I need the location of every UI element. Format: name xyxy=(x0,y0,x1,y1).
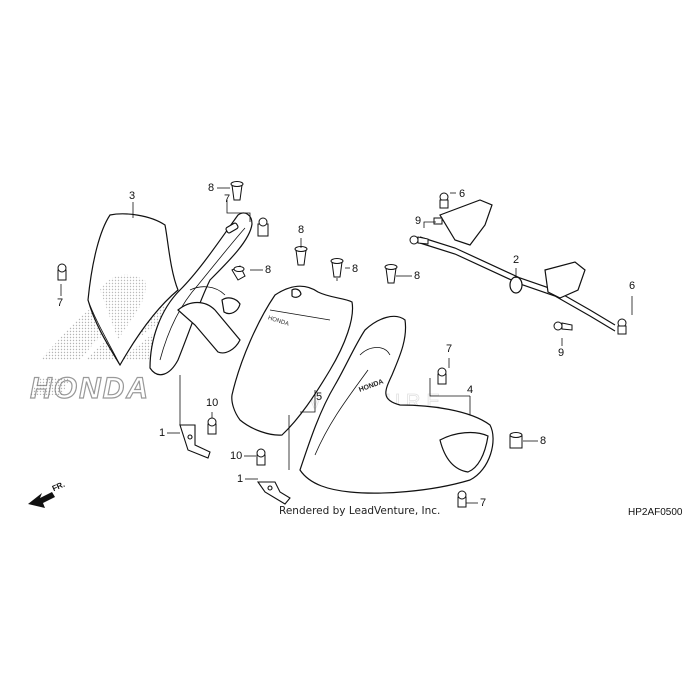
center-nose-cover: HONDA xyxy=(231,285,354,436)
bracket-parts xyxy=(179,424,291,505)
diagram-reference-code: HP2AF0500 xyxy=(628,507,683,518)
stay-frame-part xyxy=(419,199,616,332)
front-fender-part: HONDA xyxy=(299,315,494,494)
callout-1[interactable]: 1 xyxy=(237,473,244,485)
callout-7[interactable]: 7 xyxy=(446,343,453,355)
callout-10[interactable]: 10 xyxy=(230,450,243,462)
honda-wordmark: HONDA xyxy=(29,371,150,405)
callout-10[interactable]: 10 xyxy=(206,397,219,409)
callout-8[interactable]: 8 xyxy=(298,224,305,236)
leader-lines xyxy=(60,187,633,504)
callout-1[interactable]: 1 xyxy=(159,427,166,439)
callout-8[interactable]: 8 xyxy=(414,270,421,282)
render-credit: Rendered by LeadVenture, Inc. xyxy=(279,505,441,517)
left-front-cover xyxy=(149,212,253,376)
callout-7[interactable]: 7 xyxy=(480,497,487,509)
front-direction-arrow xyxy=(28,492,55,508)
callout-8[interactable]: 8 xyxy=(352,263,359,275)
callout-7[interactable]: 7 xyxy=(224,193,231,205)
callout-8[interactable]: 8 xyxy=(265,264,272,276)
callout-8[interactable]: 8 xyxy=(208,182,215,194)
fasteners xyxy=(57,181,627,508)
callout-5[interactable]: 5 xyxy=(316,391,323,403)
callout-4[interactable]: 4 xyxy=(467,384,474,396)
callout-3[interactable]: 3 xyxy=(129,190,136,202)
callout-7[interactable]: 7 xyxy=(57,297,64,309)
callout-6[interactable]: 6 xyxy=(459,188,466,200)
callout-2[interactable]: 2 xyxy=(513,254,520,266)
callout-9[interactable]: 9 xyxy=(558,347,565,359)
svg-text:HONDA: HONDA xyxy=(30,372,150,405)
callout-9[interactable]: 9 xyxy=(415,215,422,227)
callout-8[interactable]: 8 xyxy=(540,435,547,447)
callout-6[interactable]: 6 xyxy=(629,280,636,292)
windscreen-part xyxy=(87,213,179,367)
